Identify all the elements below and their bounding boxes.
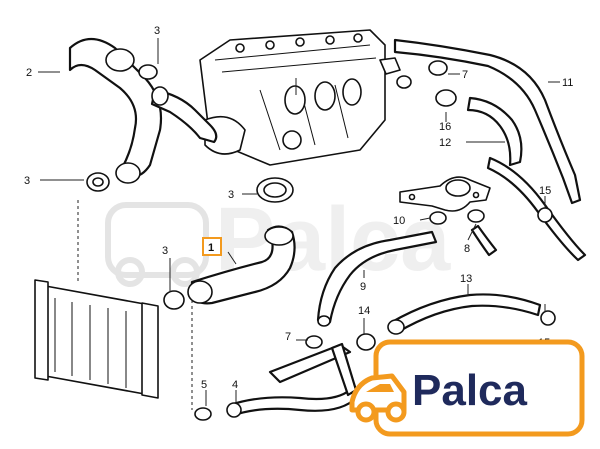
clamp-8: [467, 209, 485, 223]
callout-9: 9: [360, 281, 366, 293]
callout-16: 16: [439, 121, 451, 133]
callout-7-upper: 7: [462, 69, 468, 81]
callout-10: 10: [393, 215, 405, 227]
clamp-15-upper: [537, 207, 553, 223]
clamp-10: [429, 211, 447, 225]
clamp-5: [194, 407, 212, 421]
callout-13: 13: [460, 273, 472, 285]
callout-8: 8: [464, 243, 470, 255]
hose-11-heater: [393, 38, 587, 262]
hose-13: [387, 293, 542, 335]
clamp-16: [435, 89, 457, 107]
callout-7-lower: 7: [285, 331, 291, 343]
clamp-15-lower: [540, 310, 556, 326]
clamp-3-upper: [138, 64, 158, 80]
engine-elbow-hose: [150, 86, 218, 144]
pipe-junction: [268, 333, 376, 397]
hose-2-upper-radiator: [68, 37, 163, 184]
radiator: [34, 279, 159, 399]
hose-8: [470, 224, 498, 257]
engine-cylinder-head: [199, 29, 401, 166]
hose-1-lower-radiator: [187, 225, 296, 305]
car-icon: [349, 373, 407, 423]
hose-4-lower: [226, 388, 358, 418]
callout-3-center: 3: [228, 189, 234, 201]
callout-3-upper: 3: [154, 25, 160, 37]
callout-11: 11: [562, 77, 573, 89]
brand-name: Palca: [412, 366, 528, 415]
callout-2: 2: [26, 67, 32, 79]
hose-9-bypass: [316, 230, 438, 327]
hose-12-heater-return: [466, 96, 523, 167]
callout-5: 5: [201, 379, 207, 391]
leader-lines: [38, 38, 560, 410]
clamp-3-radiator: [163, 290, 185, 310]
clamp-3-left: [86, 172, 110, 192]
callout-1-highlight: 1: [202, 237, 222, 256]
thermostat-housing: [399, 176, 491, 212]
callout-3-left: 3: [24, 175, 30, 187]
callout-3-radiator: 3: [162, 245, 168, 257]
callout-4: 4: [232, 379, 238, 391]
fitting-7-upper: [396, 75, 412, 89]
clamp-3-center: [256, 177, 294, 203]
clamp-7-upper: [428, 60, 448, 76]
callout-15-upper: 15: [539, 185, 551, 197]
callout-1: 1: [208, 242, 214, 254]
callout-12: 12: [439, 137, 451, 149]
palca-logo: Palca: [349, 339, 585, 437]
callout-14: 14: [358, 305, 370, 317]
highlight-box: [202, 237, 222, 256]
